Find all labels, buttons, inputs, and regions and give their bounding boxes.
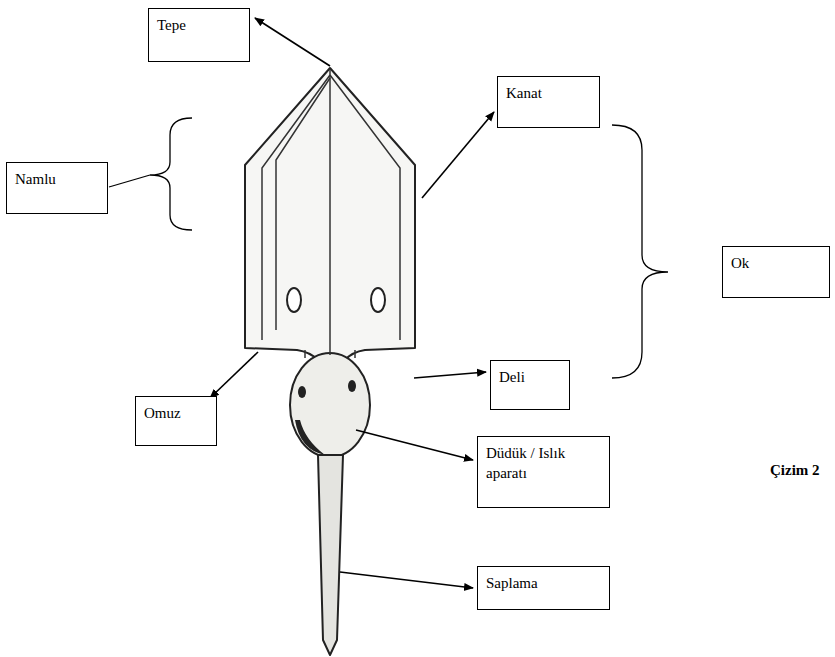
part-name: Tepe bbox=[157, 15, 241, 35]
part-label-box: Düdük / Islık aparatı bbox=[477, 436, 610, 508]
part-label-box: Ok bbox=[722, 246, 830, 298]
part-label-box: Deli bbox=[490, 360, 570, 410]
figure-caption: Çizim 2 bbox=[770, 462, 820, 479]
part-label-box: Tepe bbox=[148, 8, 250, 62]
part-name: Deli bbox=[499, 367, 561, 387]
part-name: Omuz bbox=[144, 403, 208, 423]
part-name: Saplama bbox=[486, 573, 601, 593]
part-label-box: Kanat bbox=[497, 76, 600, 128]
part-label-box: Saplama bbox=[477, 566, 610, 610]
part-name: Ok bbox=[731, 253, 821, 273]
part-name: Kanat bbox=[506, 83, 591, 103]
part-label-box: Omuz bbox=[135, 396, 217, 446]
part-label-box: Namlu bbox=[6, 162, 108, 214]
part-name: Namlu bbox=[15, 169, 99, 189]
part-name: Düdük / Islık aparatı bbox=[486, 443, 601, 484]
